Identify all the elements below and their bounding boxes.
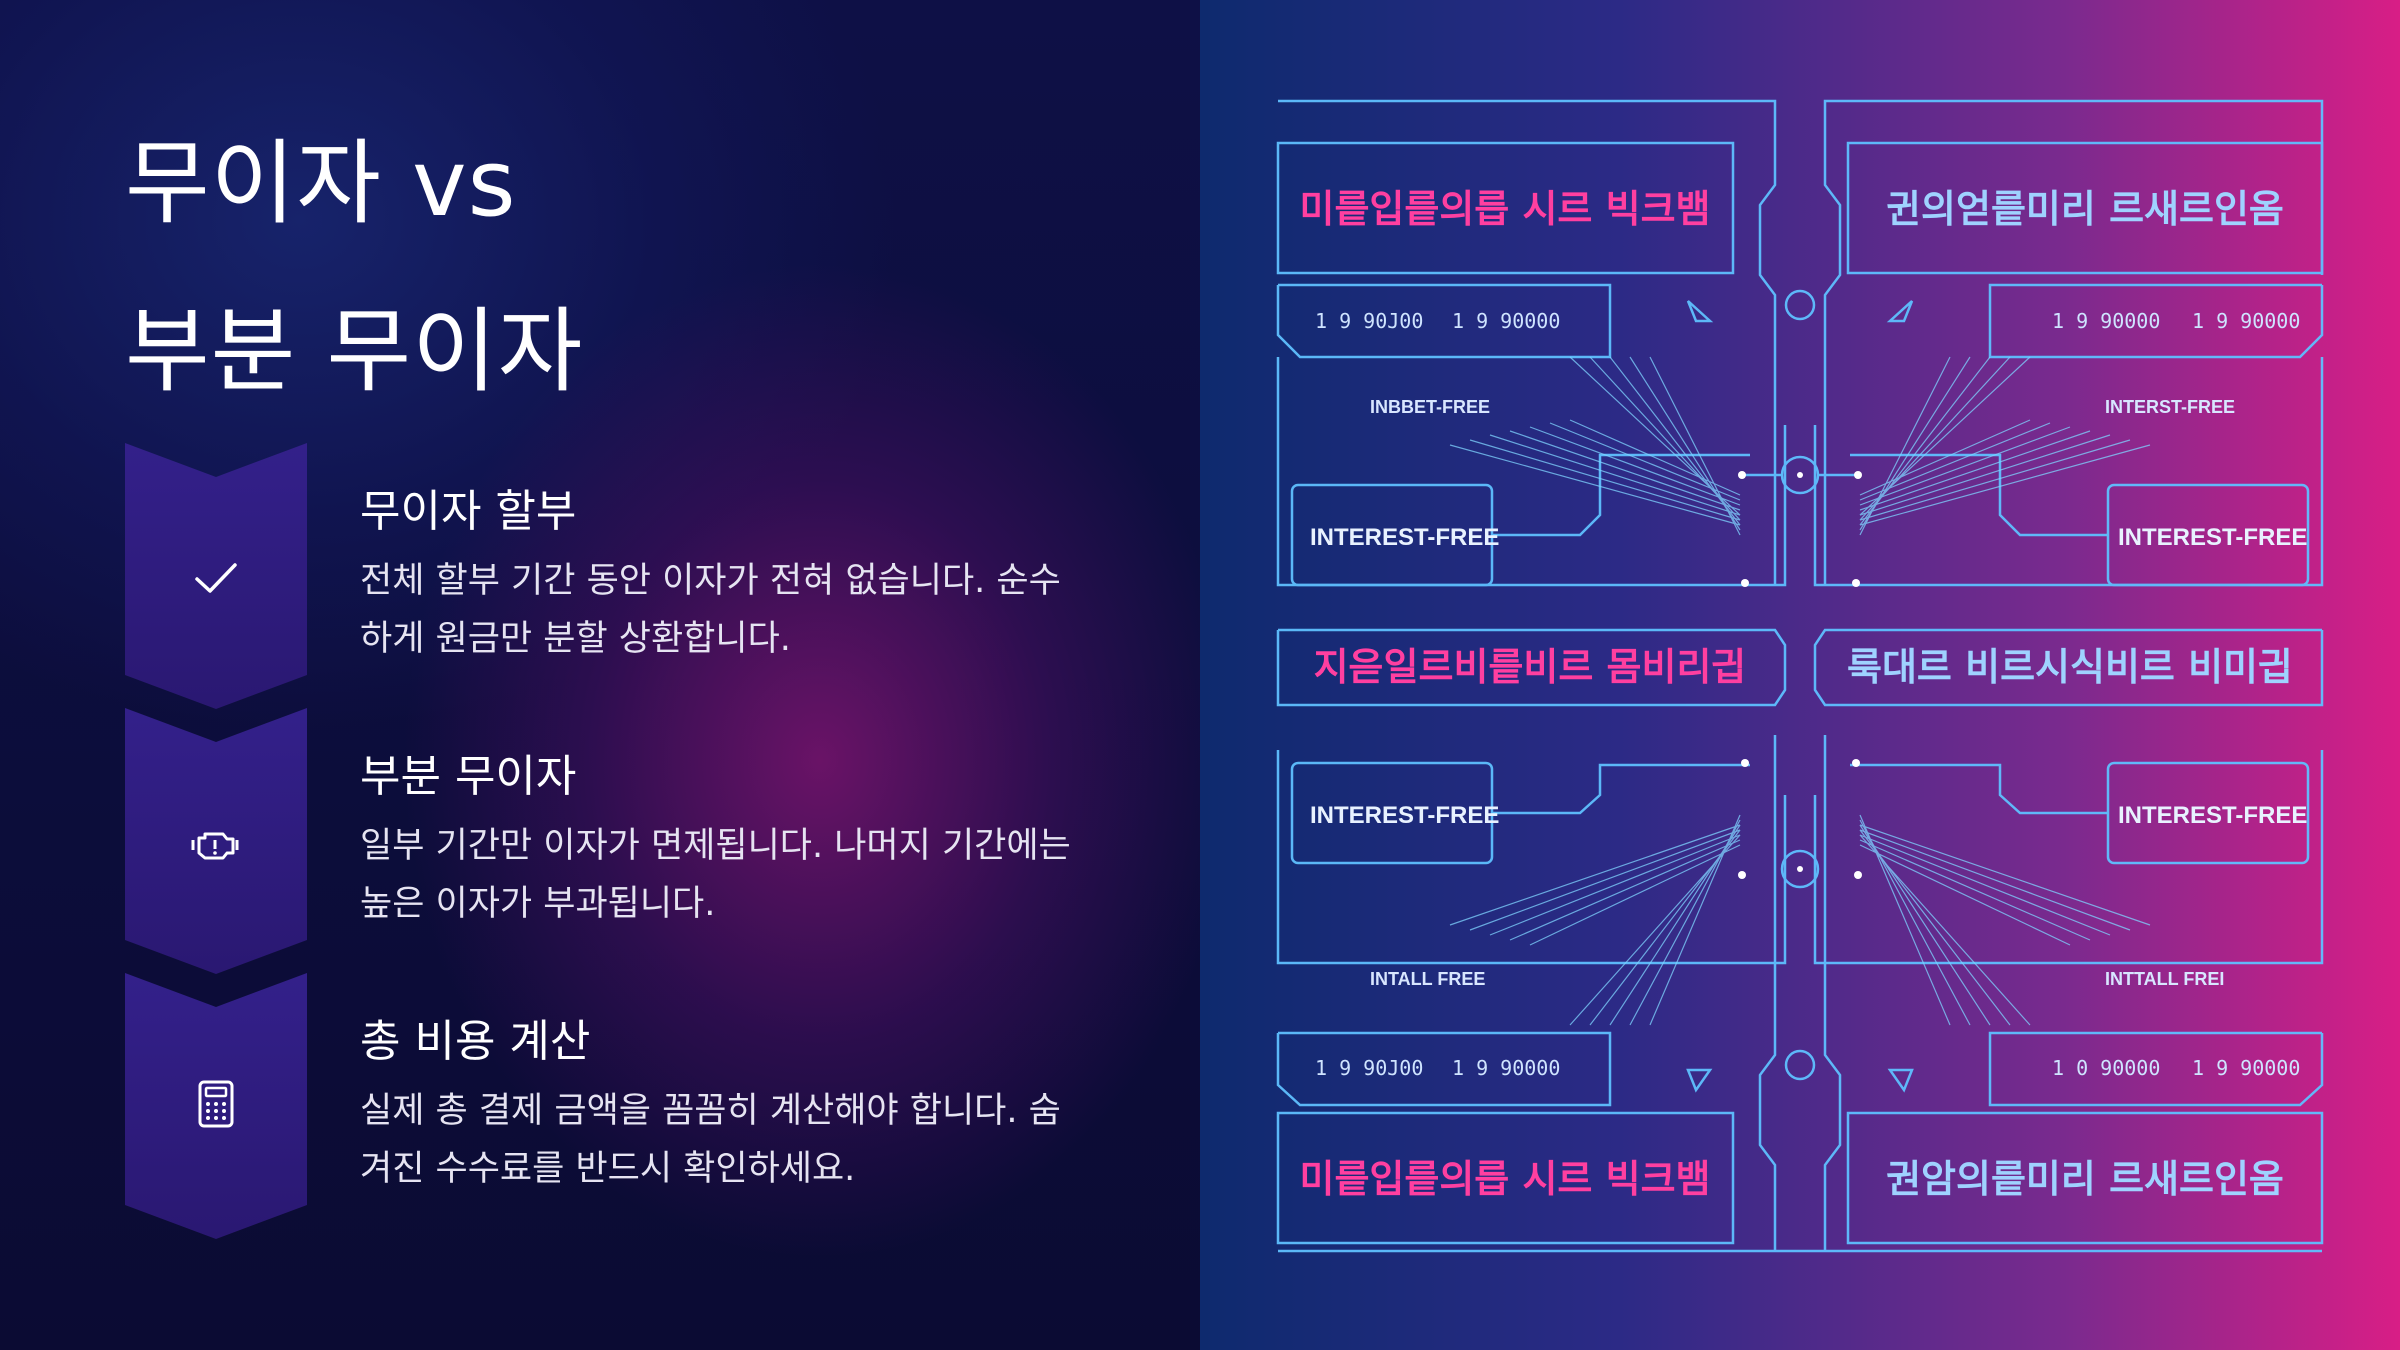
top-left-banner-text: 미릍입릍의릅 시르 빅크뱀: [1299, 187, 1710, 231]
page-title: 무이자 vs 부분 무이자: [125, 100, 583, 436]
num-bl-1: 1 9 90J00: [1315, 1056, 1423, 1080]
label-br-small: INTTALL FREI: [2105, 969, 2224, 989]
num-tr-2: 1 9 90000: [2192, 309, 2300, 333]
label-bl-small: INTALL FREE: [1370, 969, 1485, 989]
interest-free-label-3: INTEREST-FREE: [1310, 802, 1499, 829]
num-br-2: 1 9 90000: [2192, 1056, 2300, 1080]
chevron-badge-2: [125, 708, 307, 974]
chevron-badge-3: [125, 973, 307, 1239]
calculator-icon: [198, 1080, 234, 1128]
item-desc-1: 전체 할부 기간 동안 이자가 전혀 없습니다. 순수하게 원금만 분할 상환합…: [360, 561, 1061, 659]
num-bl-2: 1 9 90000: [1452, 1056, 1560, 1080]
item-desc-2: 일부 기간만 이자가 면제됩니다. 나머지 기간에는 높은 이자가 부과됩니다.: [360, 826, 1071, 924]
num-br-1: 1 0 90000: [2052, 1056, 2160, 1080]
interest-free-label-1: INTEREST-FREE: [1310, 524, 1499, 551]
label-tl-small: INBBET-FREE: [1370, 397, 1490, 417]
checkmark-icon: [195, 563, 237, 593]
bottom-left-banner-text: 미릍입릍의릅 시르 빅크뱀: [1299, 1157, 1710, 1201]
right-panel: [1200, 0, 2400, 1350]
mid-right-banner-text: 룩대르 비르시식비르 비미긥: [1847, 645, 2293, 689]
interest-free-label-4: INTEREST-FREE: [2118, 802, 2307, 829]
mid-left-banner-text: 지읃일르비릍비르 몸비리긥: [1314, 645, 1747, 689]
chevron-badge-1: [125, 443, 307, 709]
label-tr-small: INTERST-FREE: [2105, 397, 2235, 417]
engine-warning-icon: [191, 832, 239, 860]
title-line-1: 무이자 vs: [125, 130, 517, 237]
item-heading-3: 총 비용 계산: [360, 1016, 591, 1067]
bottom-right-banner-text: 권암의릍미리 르새르인옴: [1886, 1157, 2284, 1201]
top-right-banner-text: 귄의얻릍미리 르새르인옴: [1886, 187, 2284, 231]
item-heading-2: 부분 무이자: [360, 751, 577, 802]
item-heading-1: 무이자 할부: [360, 486, 577, 537]
num-tl-2: 1 9 90000: [1452, 309, 1560, 333]
interest-free-label-2: INTEREST-FREE: [2118, 524, 2307, 551]
num-tr-1: 1 9 90000: [2052, 309, 2160, 333]
circuit-illustration: 미릍입릍의릅 시르 빅크뱀 귄의얻릍미리 르새르인옴 지읃일르비릍비르 몸비리긥…: [1276, 99, 2324, 1253]
title-line-2: 부분 무이자: [125, 298, 584, 405]
num-tl-1: 1 9 90J00: [1315, 309, 1423, 333]
item-desc-3: 실제 총 결제 금액을 꼼꼼히 계산해야 합니다. 숨겨진 수수료를 반드시 확…: [360, 1091, 1061, 1189]
